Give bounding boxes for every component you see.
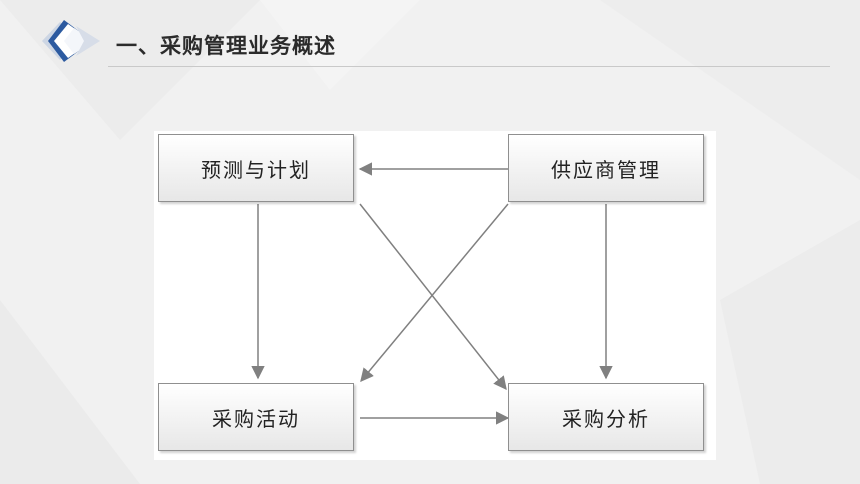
node-forecast-planning: 预测与计划 [158, 134, 354, 202]
slide-header: 一、采购管理业务概述 [0, 0, 860, 70]
edge-forecast-to-analysis [359, 203, 507, 391]
edge-supplier-to-purchasing [360, 203, 509, 383]
page-title: 一、采购管理业务概述 [116, 34, 336, 58]
diagram-edges [251, 162, 613, 425]
node-purchasing-analysis: 采购分析 [508, 383, 704, 451]
node-supplier-management: 供应商管理 [508, 134, 704, 202]
process-diagram: 预测与计划 供应商管理 采购活动 采购分析 [154, 131, 716, 460]
diamond-logo-icon [42, 20, 100, 62]
node-purchasing-activities: 采购活动 [158, 383, 354, 451]
header-divider [108, 66, 830, 67]
